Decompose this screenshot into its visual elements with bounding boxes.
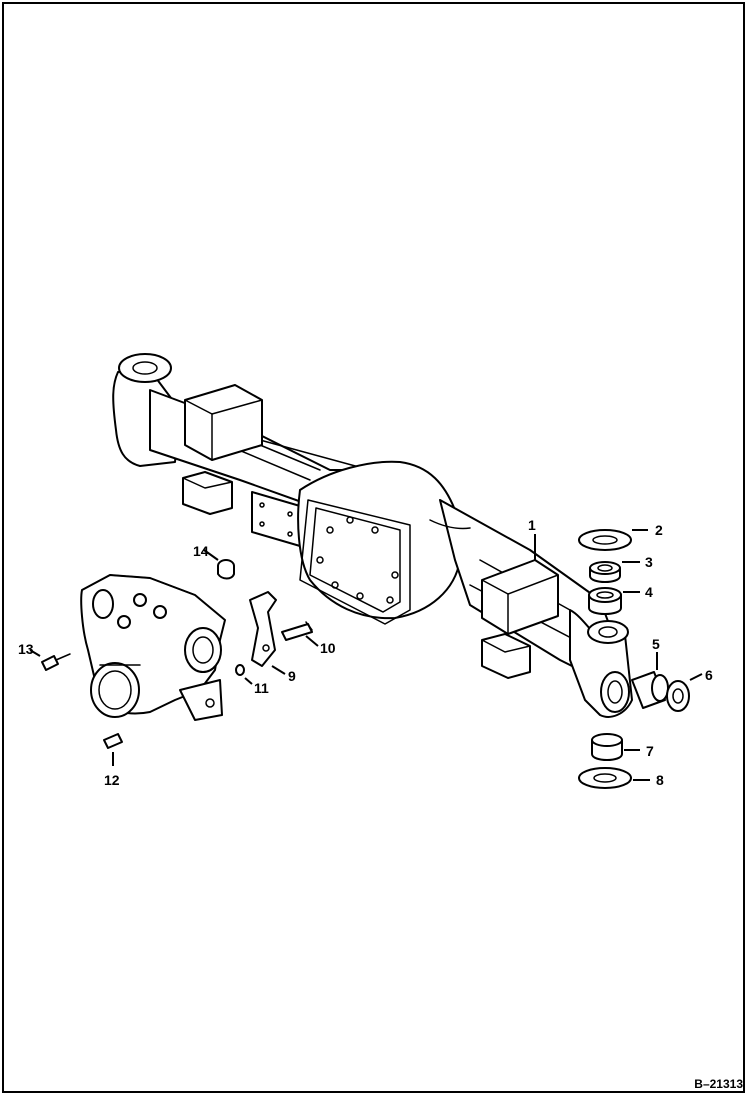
callout-4: 4: [645, 584, 653, 600]
callout-12: 12: [104, 772, 120, 788]
leader-lines: [29, 529, 703, 781]
part-13-bolt: [41, 653, 71, 671]
callout-labels: 1 2 3 4 5 6 7 8 9 10 11 12 13 14: [18, 517, 713, 788]
part-2-washer: [578, 529, 632, 551]
part-12-pin: [103, 733, 123, 749]
callout-3: 3: [645, 554, 653, 570]
part-7-bushing: [591, 733, 623, 761]
part-11-bushing: [235, 664, 245, 676]
callout-7: 7: [646, 743, 654, 759]
figure-id: B–21313: [694, 1077, 743, 1091]
callout-14: 14: [193, 543, 209, 559]
part-6-washer: [666, 680, 690, 712]
part-3-ring: [589, 561, 621, 583]
part-4-bushing: [588, 587, 622, 615]
callout-5: 5: [652, 636, 660, 652]
part-10-pin: [281, 621, 313, 641]
knuckle-housing: [80, 574, 226, 721]
part-8-washer: [578, 767, 632, 789]
callout-11: 11: [254, 680, 269, 696]
callout-2: 2: [655, 522, 663, 538]
callout-1: 1: [528, 517, 536, 533]
callout-8: 8: [656, 772, 664, 788]
callout-10: 10: [320, 640, 336, 656]
callout-6: 6: [705, 667, 713, 683]
axle-housing: [112, 353, 633, 718]
part-9-bracket: [249, 591, 277, 667]
callout-13: 13: [18, 641, 34, 657]
callout-9: 9: [288, 668, 296, 684]
part-14-nut: [217, 559, 235, 580]
part-5-sleeve: [631, 671, 669, 709]
